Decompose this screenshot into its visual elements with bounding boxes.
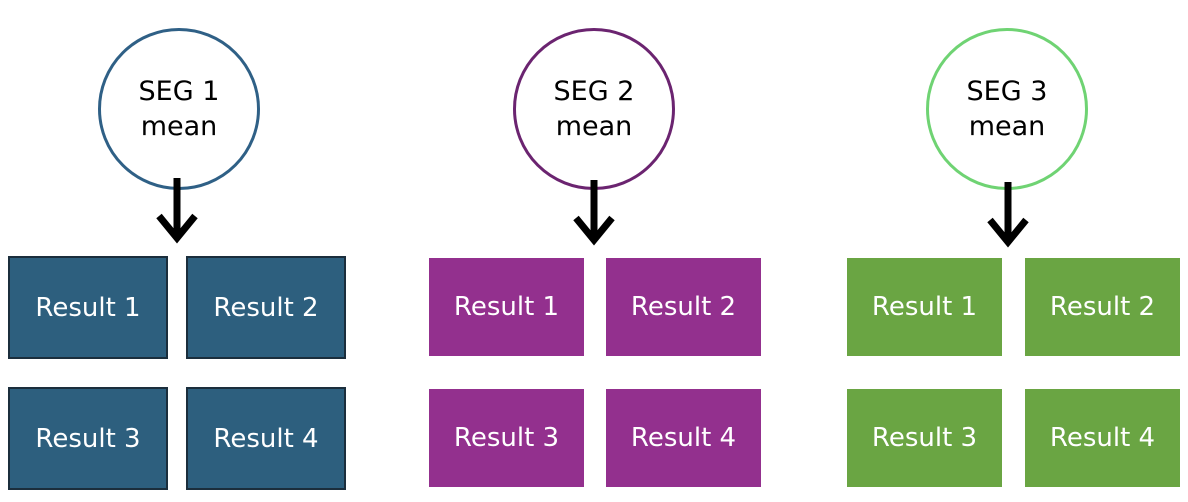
seg-3-result-4: Result 4 [1025,389,1180,487]
seg-1-mean-label: mean [140,111,218,142]
segment-group-2: SEG 2 mean Result 1 Result 2 Result 3 Re… [0,0,761,502]
down-arrow-icon [987,182,1029,248]
seg-1-result-3: Result 3 [8,387,168,490]
seg-2-mean-label: mean [555,111,633,142]
down-arrow-icon [156,178,198,244]
seg-3-result-2: Result 2 [1025,258,1180,356]
seg-3-label: SEG 3 [966,75,1048,107]
seg-1-result-1: Result 1 [8,256,168,359]
seg-1-result-2: Result 2 [186,256,346,359]
seg-1-label: SEG 1 [138,75,220,107]
seg-2-result-3: Result 3 [429,389,584,487]
seg-3-mean-node: SEG 3 mean [926,28,1088,190]
seg-3-result-3: Result 3 [847,389,1002,487]
seg-1-mean-node: SEG 1 mean [98,28,260,190]
seg-3-mean-label: mean [968,111,1046,142]
seg-3-result-1: Result 1 [847,258,1002,356]
seg-2-result-1: Result 1 [429,258,584,356]
segment-group-1: SEG 1 mean Result 1 Result 2 Result 3 Re… [0,0,380,502]
seg-1-result-4: Result 4 [186,387,346,490]
seg-2-result-2: Result 2 [606,258,761,356]
down-arrow-icon [573,180,615,246]
seg-2-mean-node: SEG 2 mean [513,28,675,190]
seg-2-label: SEG 2 [553,75,635,107]
seg-2-result-4: Result 4 [606,389,761,487]
